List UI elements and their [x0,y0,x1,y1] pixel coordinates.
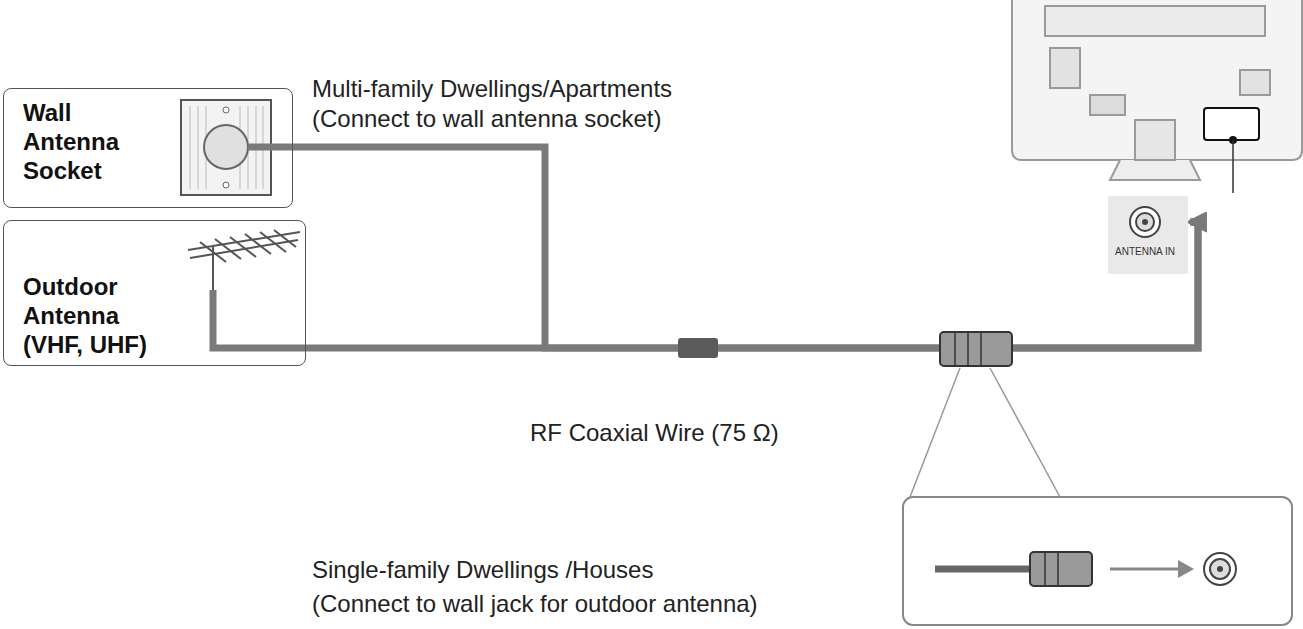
node-label: Wall Antenna Socket [23,99,143,185]
antenna-in-port: ANTENNA IN [1108,196,1188,274]
node-label: ANTENNA IN [1108,246,1182,258]
caption-label: Single-family Dwellings /Houses [312,555,653,584]
coax-cable [293,147,1198,348]
caption-label: RF Coaxial Wire (75 Ω) [530,418,779,447]
caption-label: (Connect to wall antenna socket) [312,104,662,133]
node-label: Outdoor Antenna (VHF, UHF) [23,273,173,359]
caption-label: (Connect to wall jack for outdoor antenn… [312,589,758,618]
wall-socket-box: Wall Antenna Socket [3,88,293,208]
caption-label: Multi-family Dwellings/Apartments [312,74,672,103]
outdoor-antenna-box: Outdoor Antenna (VHF, UHF) [3,220,306,366]
coax-plug [940,332,1012,366]
connection-inset [903,497,1292,625]
outdoor-antenna [188,230,300,293]
port-icon [1108,198,1182,246]
tv-back [1012,0,1302,180]
coax-cable [306,222,1198,348]
